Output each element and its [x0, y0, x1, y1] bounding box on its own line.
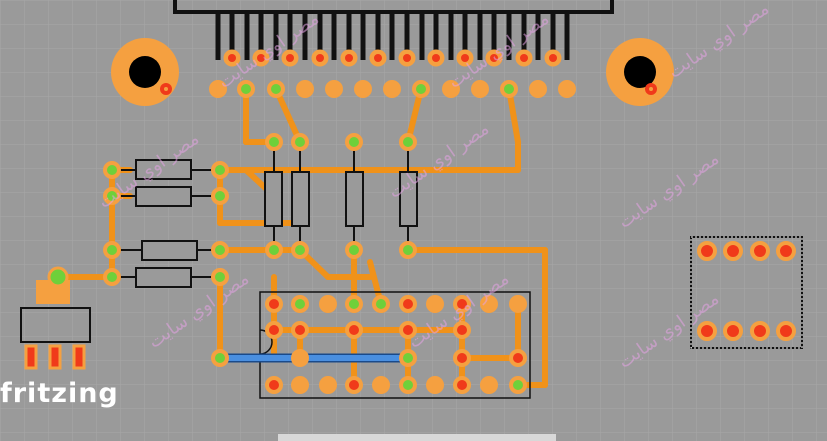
pad[interactable] — [319, 295, 337, 313]
pad[interactable] — [291, 349, 309, 367]
pad[interactable] — [265, 376, 283, 394]
pad[interactable] — [453, 376, 471, 394]
mount-hole-left[interactable] — [111, 38, 179, 106]
socket-8-pin[interactable] — [690, 236, 803, 349]
pad[interactable] — [354, 80, 372, 98]
fritzing-logo: fritzing — [0, 378, 119, 409]
voltage-regulator[interactable] — [20, 266, 91, 370]
pad[interactable] — [383, 80, 401, 98]
pad[interactable] — [509, 295, 527, 313]
pad[interactable] — [480, 295, 498, 313]
pad[interactable] — [265, 321, 283, 339]
pad[interactable] — [237, 80, 255, 98]
pad[interactable] — [265, 295, 283, 313]
pad[interactable] — [509, 376, 527, 394]
pad[interactable] — [103, 241, 121, 259]
pad[interactable] — [558, 80, 576, 98]
pad[interactable] — [372, 376, 390, 394]
pad[interactable] — [500, 80, 518, 98]
pad[interactable] — [372, 295, 390, 313]
resistors-horizontal[interactable] — [112, 159, 220, 288]
header-pads-row-top[interactable] — [223, 49, 562, 67]
resistors-vertical[interactable] — [264, 142, 418, 250]
pad[interactable] — [319, 376, 337, 394]
bottom-scrollbar[interactable] — [278, 434, 556, 441]
pad[interactable] — [345, 321, 363, 339]
pad[interactable] — [426, 376, 444, 394]
pad[interactable] — [399, 376, 417, 394]
pad[interactable] — [399, 295, 417, 313]
pad[interactable] — [103, 187, 121, 205]
pad[interactable] — [291, 241, 309, 259]
pad[interactable] — [291, 321, 309, 339]
pad[interactable] — [509, 349, 527, 367]
pad[interactable] — [211, 268, 229, 286]
pad[interactable] — [345, 133, 363, 151]
pad[interactable] — [211, 349, 229, 367]
pad[interactable] — [291, 133, 309, 151]
pad[interactable] — [103, 268, 121, 286]
pad[interactable] — [291, 295, 309, 313]
pad[interactable] — [399, 321, 417, 339]
pad[interactable] — [453, 295, 471, 313]
pad[interactable] — [211, 187, 229, 205]
pad[interactable] — [267, 80, 285, 98]
pads[interactable] — [103, 80, 576, 394]
pad[interactable] — [412, 80, 430, 98]
pad[interactable] — [209, 80, 227, 98]
dip-ic[interactable] — [259, 291, 531, 399]
pad[interactable] — [291, 376, 309, 394]
pad[interactable] — [399, 241, 417, 259]
pad[interactable] — [345, 295, 363, 313]
pad[interactable] — [345, 241, 363, 259]
pad[interactable] — [471, 80, 489, 98]
pad[interactable] — [453, 349, 471, 367]
pad[interactable] — [265, 133, 283, 151]
pad[interactable] — [399, 349, 417, 367]
pad[interactable] — [296, 80, 314, 98]
pad[interactable] — [325, 80, 343, 98]
pad[interactable] — [442, 80, 460, 98]
pad[interactable] — [426, 295, 444, 313]
pad[interactable] — [211, 161, 229, 179]
pad[interactable] — [399, 133, 417, 151]
pad[interactable] — [345, 376, 363, 394]
pad[interactable] — [265, 241, 283, 259]
pad[interactable] — [103, 161, 121, 179]
mount-hole-right[interactable] — [606, 38, 674, 106]
pad[interactable] — [211, 241, 229, 259]
pad[interactable] — [453, 321, 471, 339]
pad[interactable] — [529, 80, 547, 98]
pad[interactable] — [480, 376, 498, 394]
